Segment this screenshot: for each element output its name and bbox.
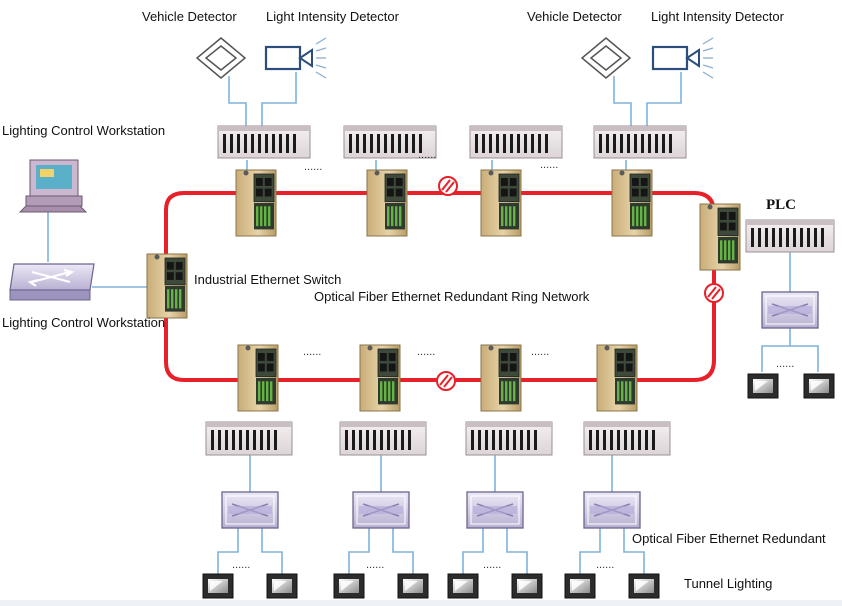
plc-rack-bottom-4 xyxy=(583,421,671,456)
ellipsis-mark-7: ...... xyxy=(232,559,250,571)
lamp-bottom-4-b xyxy=(628,573,660,599)
hub-bottom-1 xyxy=(221,491,279,529)
ellipsis-mark-10: ...... xyxy=(596,559,614,571)
fiber-break-right xyxy=(704,283,724,303)
link-line xyxy=(392,527,414,574)
hub-bottom-4 xyxy=(583,491,641,529)
plc-rack-top-1 xyxy=(217,125,311,159)
ellipsis-mark-3: ...... xyxy=(540,159,558,171)
lamp-bottom-2-a xyxy=(333,573,365,599)
label-plc: PLC xyxy=(766,197,796,213)
vehicle-detector-1 xyxy=(195,37,247,79)
fiber-break-top xyxy=(438,176,458,196)
switch-top-2 xyxy=(366,169,408,237)
link-line xyxy=(790,345,819,372)
link-line xyxy=(579,527,601,574)
label-industrial-switch: Industrial Ethernet Switch xyxy=(194,272,341,287)
switch-bottom-2 xyxy=(359,344,401,412)
label-tunnel-lighting: Tunnel Lighting xyxy=(684,576,772,591)
devices: ........................................… xyxy=(9,37,835,599)
bottom-strip xyxy=(0,600,842,606)
ellipsis-mark-1: ...... xyxy=(304,161,322,173)
label-vehicle-detector-1: Vehicle Detector xyxy=(142,9,237,24)
connector-lines xyxy=(47,72,819,574)
ellipsis-mark-11: ...... xyxy=(776,358,794,370)
ellipsis-mark-9: ...... xyxy=(483,559,501,571)
label-vehicle-detector-2: Vehicle Detector xyxy=(527,9,622,24)
label-light-detector-1: Light Intensity Detector xyxy=(266,9,400,24)
switch-top-4 xyxy=(611,169,653,237)
plc-rack-right xyxy=(745,219,835,253)
lamp-bottom-3-b xyxy=(511,573,543,599)
switch-bottom-4 xyxy=(596,344,638,412)
label-optical-fiber-redundant: Optical Fiber Ethernet Redundant xyxy=(632,531,826,546)
lamp-bottom-4-a xyxy=(564,573,596,599)
link-line xyxy=(261,72,297,126)
plc-rack-top-4 xyxy=(593,125,687,159)
label-workstation-bottom: Lighting Control Workstation xyxy=(2,315,165,330)
hub-bottom-2 xyxy=(352,491,410,529)
vehicle-detector-2 xyxy=(580,37,632,79)
light-intensity-detector-2 xyxy=(651,37,714,79)
ellipsis-mark-2: ...... xyxy=(418,149,436,161)
switch-bottom-3 xyxy=(480,344,522,412)
hub-right xyxy=(761,291,819,329)
fiber-break-bottom xyxy=(436,371,456,391)
link-line xyxy=(261,527,283,574)
switch-right xyxy=(699,203,741,271)
link-line xyxy=(646,72,682,126)
ellipsis-mark-8: ...... xyxy=(366,559,384,571)
switch-top-1 xyxy=(235,169,277,237)
plc-rack-top-3 xyxy=(469,125,563,159)
link-line xyxy=(462,527,484,574)
link-line xyxy=(506,527,528,574)
label-workstation-top: Lighting Control Workstation xyxy=(2,123,165,138)
workstation-computer xyxy=(18,159,88,213)
ellipsis-mark-4: ...... xyxy=(303,346,321,358)
plc-rack-bottom-2 xyxy=(339,421,427,456)
link-line xyxy=(228,76,247,126)
lamp-right-1 xyxy=(747,373,779,399)
plc-rack-top-2 xyxy=(343,125,437,159)
ellipsis-mark-5: ...... xyxy=(417,346,435,358)
plc-rack-bottom-3 xyxy=(465,421,553,456)
label-light-detector-2: Light Intensity Detector xyxy=(651,9,785,24)
plc-rack-bottom-1 xyxy=(205,421,293,456)
label-ring-network: Optical Fiber Ethernet Redundant Ring Ne… xyxy=(314,289,590,304)
lamp-bottom-3-a xyxy=(447,573,479,599)
lamp-bottom-1-b xyxy=(266,573,298,599)
link-line xyxy=(348,527,370,574)
ellipsis-mark-6: ...... xyxy=(531,346,549,358)
link-line xyxy=(761,326,791,372)
hub-bottom-3 xyxy=(466,491,524,529)
lamp-bottom-1-a xyxy=(202,573,234,599)
workstation-hub xyxy=(9,263,95,301)
link-line xyxy=(623,527,645,574)
switch-bottom-1 xyxy=(237,344,279,412)
lamp-right-2 xyxy=(803,373,835,399)
switch-top-3 xyxy=(480,169,522,237)
industrial-ethernet-switch xyxy=(146,253,188,319)
lamp-bottom-2-b xyxy=(397,573,429,599)
link-line xyxy=(217,527,239,574)
link-line xyxy=(613,76,632,126)
light-intensity-detector-1 xyxy=(264,37,327,79)
